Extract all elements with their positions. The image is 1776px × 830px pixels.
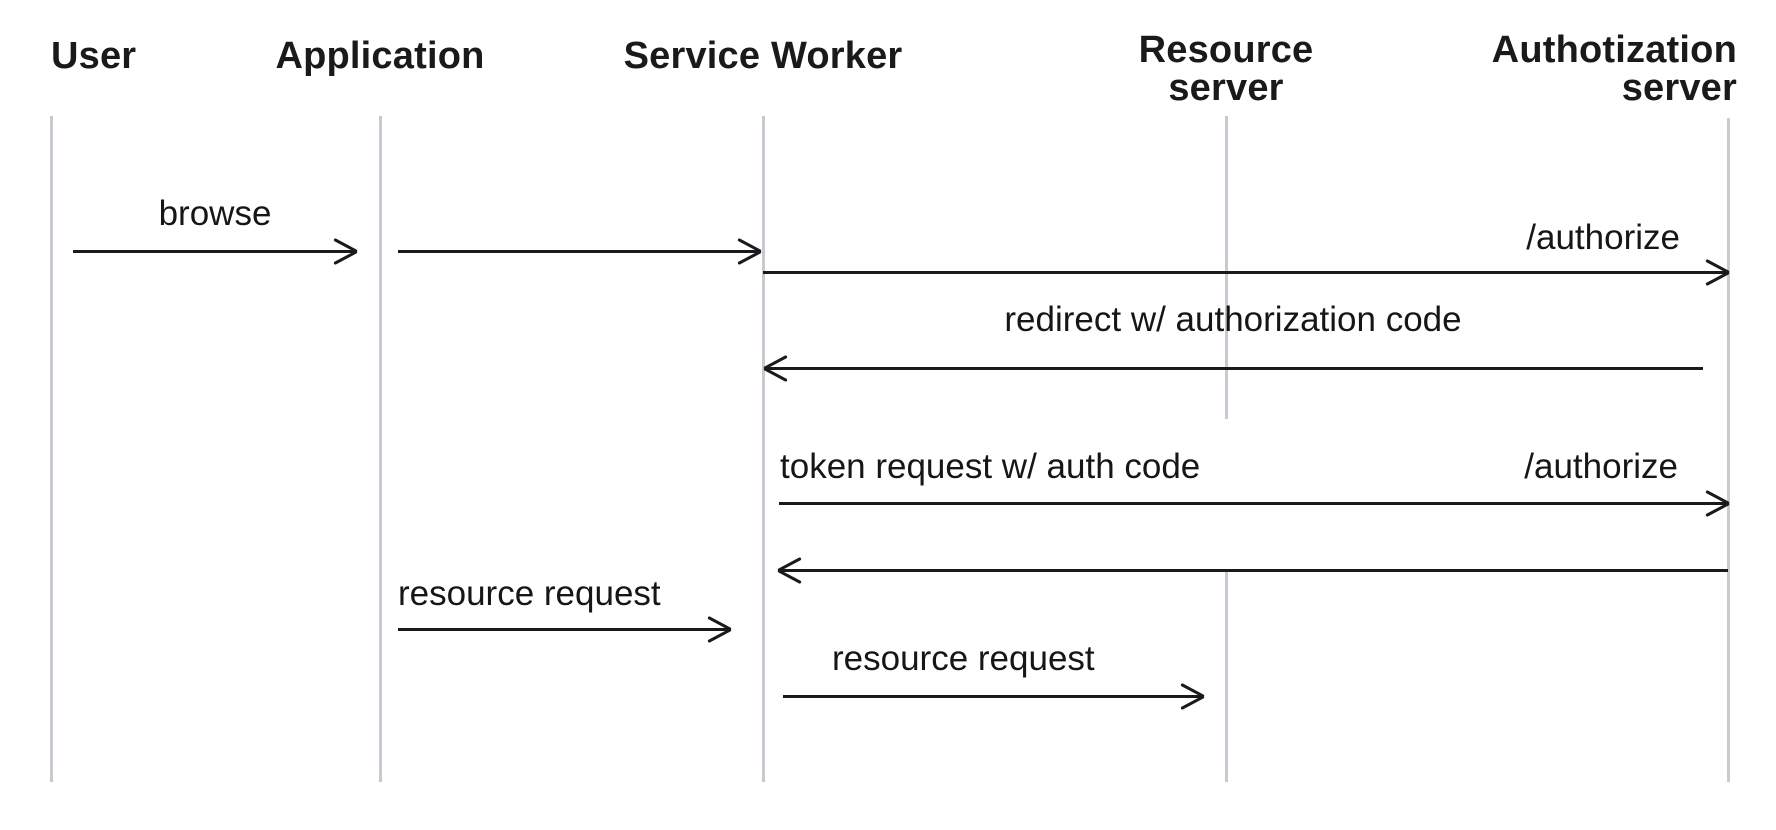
arrowhead-right-icon: [1178, 682, 1205, 711]
lifeline-resource-server-upper: [1225, 116, 1228, 419]
arrowhead-right-icon: [735, 237, 762, 266]
arrowhead-right-icon: [1703, 258, 1730, 287]
arrow-token-response: [777, 556, 1728, 585]
participant-service-worker: Service Worker: [623, 35, 903, 77]
lifeline-service-worker: [762, 116, 765, 782]
arrowhead-right-icon: [1703, 489, 1730, 518]
arrow-application-to-service-worker: [398, 237, 762, 266]
arrow-browse: [73, 237, 358, 266]
arrow-authorize-request: [763, 258, 1730, 287]
participant-application: Application: [275, 35, 485, 77]
arrow-token-request: [779, 489, 1730, 518]
lifeline-authorization-server: [1727, 118, 1730, 782]
arrow-redirect-auth-code: [763, 354, 1703, 383]
participant-authorization-server: Authotization server: [1491, 29, 1737, 109]
label-resource-request-2: resource request: [832, 639, 1095, 678]
lifeline-resource-server-lower: [1225, 572, 1228, 782]
label-redirect-auth-code: redirect w/ authorization code: [1004, 300, 1462, 339]
label-browse: browse: [158, 194, 272, 233]
label-token-request: token request w/ auth code: [780, 447, 1201, 486]
lifeline-application: [379, 116, 382, 782]
participant-user: User: [51, 35, 137, 77]
arrowhead-left-icon: [777, 556, 804, 585]
label-authorize-1: /authorize: [1526, 218, 1680, 257]
participant-resource-server: Resource server: [1138, 29, 1314, 109]
arrow-resource-request-2: [783, 682, 1205, 711]
arrowhead-right-icon: [331, 237, 358, 266]
arrow-resource-request-1: [398, 615, 732, 644]
arrowhead-right-icon: [705, 615, 732, 644]
label-authorize-2: /authorize: [1524, 447, 1678, 486]
label-resource-request-1: resource request: [398, 574, 661, 613]
lifeline-user: [50, 116, 53, 782]
arrowhead-left-icon: [763, 354, 790, 383]
